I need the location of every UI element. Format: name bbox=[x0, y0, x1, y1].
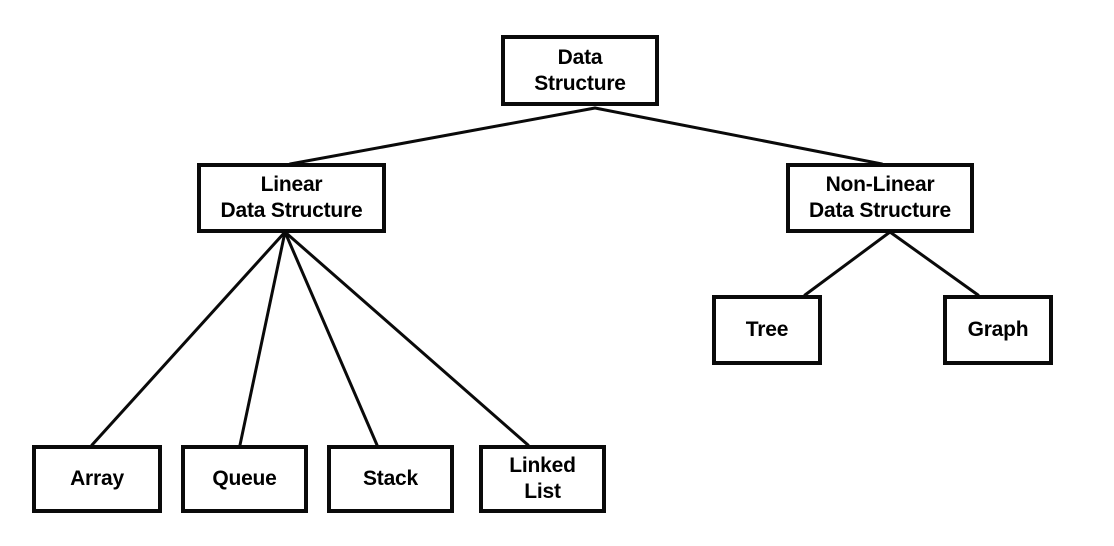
node-label-array: Array bbox=[70, 467, 124, 491]
edge-data-structure-to-non-linear-data-structure bbox=[593, 106, 884, 166]
node-linked-list[interactable]: Linked List bbox=[479, 445, 606, 513]
edge-linear-data-structure-to-queue bbox=[238, 230, 287, 447]
node-linear-data-structure[interactable]: Linear Data Structure bbox=[197, 163, 386, 233]
edge-non-linear-data-structure-to-tree bbox=[803, 230, 892, 297]
node-stack[interactable]: Stack bbox=[327, 445, 454, 513]
node-label-stack: Stack bbox=[362, 467, 419, 491]
node-label-linked-list: Linked List bbox=[509, 454, 576, 503]
node-label-tree: Tree bbox=[745, 318, 789, 342]
node-data-structure[interactable]: Data Structure bbox=[501, 35, 659, 106]
edge-data-structure-to-linear-data-structure bbox=[288, 106, 597, 166]
node-label-data-structure: Data Structure bbox=[534, 45, 626, 95]
node-label-non-linear-data-structure: Non-Linear Data Structure bbox=[809, 173, 951, 222]
node-array[interactable]: Array bbox=[32, 445, 162, 513]
edge-non-linear-data-structure-to-graph bbox=[888, 230, 980, 297]
node-label-linear-data-structure: Linear Data Structure bbox=[220, 173, 363, 222]
node-label-graph: Graph bbox=[967, 318, 1029, 342]
node-queue[interactable]: Queue bbox=[181, 445, 308, 513]
node-graph[interactable]: Graph bbox=[943, 295, 1053, 365]
edge-linear-data-structure-to-array bbox=[90, 230, 287, 447]
node-non-linear-data-structure[interactable]: Non-Linear Data Structure bbox=[786, 163, 974, 233]
edge-linear-data-structure-to-stack bbox=[283, 230, 379, 447]
node-tree[interactable]: Tree bbox=[712, 295, 822, 365]
node-label-queue: Queue bbox=[212, 467, 277, 491]
edge-linear-data-structure-to-linked-list bbox=[283, 230, 530, 447]
